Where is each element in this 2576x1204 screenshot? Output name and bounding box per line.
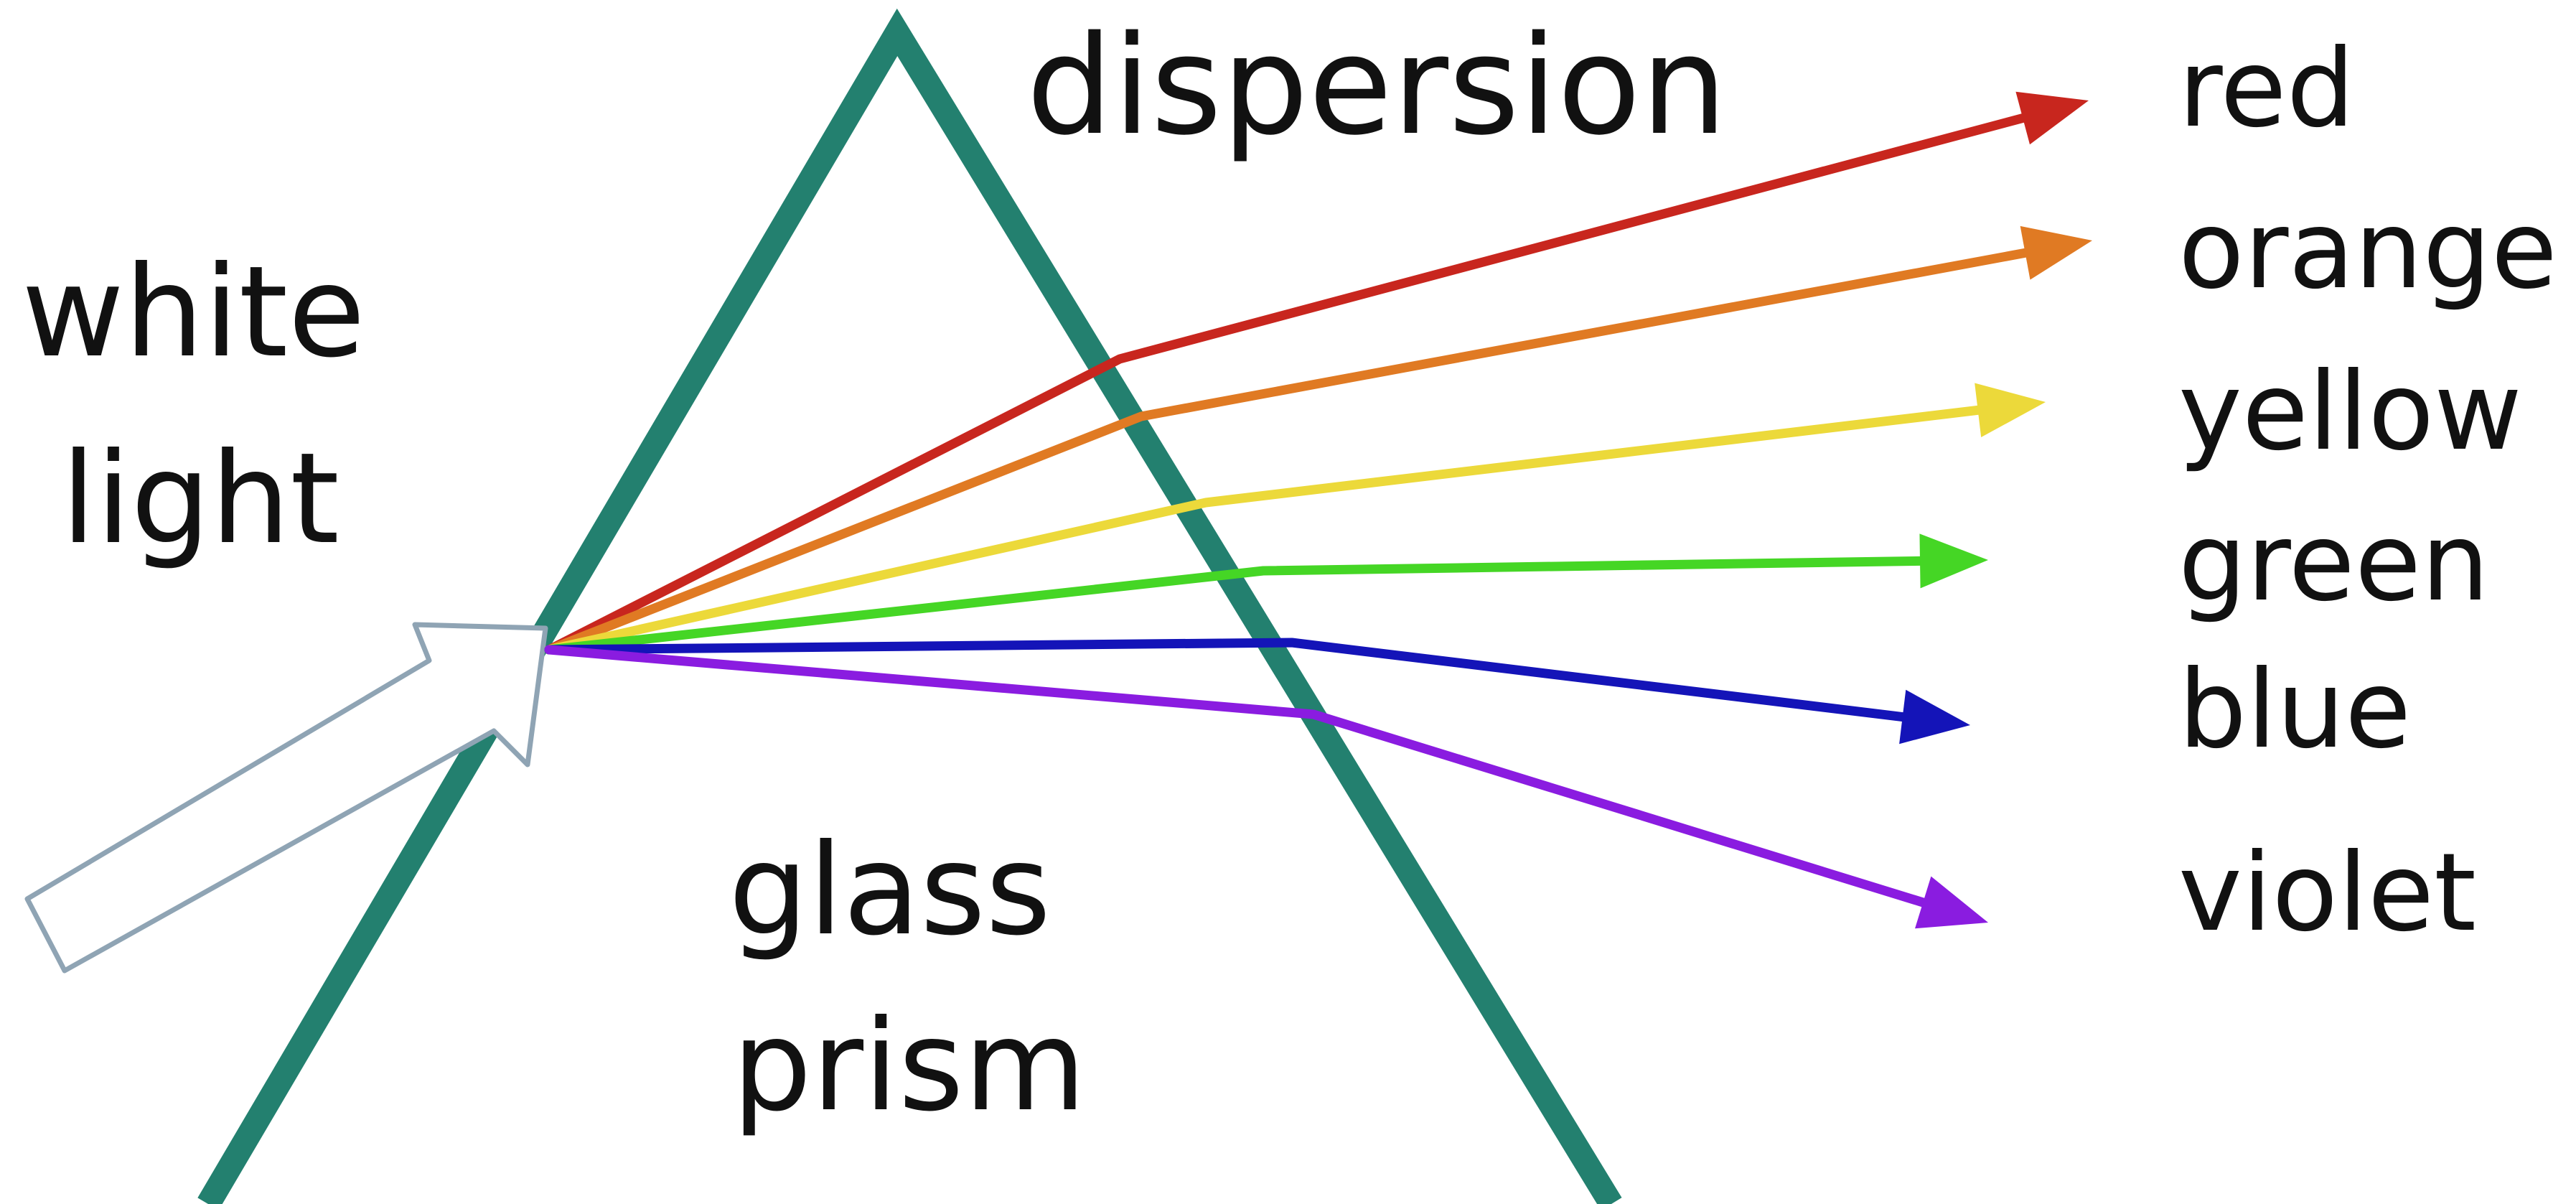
glass-prism-label-line1: glass	[729, 818, 1051, 963]
ray-line-blue	[544, 638, 1908, 722]
ray-label-yellow: yellow	[2178, 350, 2522, 475]
ray-line-orange	[544, 248, 2031, 655]
ray-yellow	[544, 383, 2046, 655]
ray-orange	[544, 225, 2092, 655]
ray-arrowhead-red	[2015, 91, 2089, 145]
ray-label-orange: orange	[2178, 188, 2557, 313]
ray-label-blue: blue	[2178, 648, 2411, 773]
ray-arrowhead-violet	[1915, 876, 1988, 929]
white-light-arrow	[24, 622, 548, 974]
white-light-label-line1: white	[22, 240, 365, 386]
ray-arrowhead-green	[1919, 533, 1988, 589]
ray-line-violet	[544, 645, 1928, 907]
ray-blue	[544, 638, 1970, 745]
glass-prism-label-line2: prism	[732, 994, 1086, 1139]
dispersion-label: dispersion	[1026, 6, 1727, 165]
ray-label-violet: violet	[2178, 831, 2476, 956]
ray-green	[544, 533, 1988, 655]
white-light-label-line2: light	[61, 426, 339, 572]
ray-arrowhead-yellow	[1975, 383, 2046, 438]
ray-label-red: red	[2178, 27, 2355, 151]
ray-violet	[544, 645, 1988, 929]
ray-arrowhead-blue	[1899, 689, 1970, 745]
ray-red	[544, 91, 2089, 655]
rays-layer	[544, 91, 2092, 929]
ray-line-green	[544, 556, 1925, 655]
ray-arrowhead-orange	[2020, 225, 2092, 280]
ray-line-yellow	[544, 405, 1983, 655]
ray-label-green: green	[2178, 500, 2489, 625]
ray-line-red	[544, 113, 2028, 655]
prism-outline	[197, 8, 1622, 1204]
